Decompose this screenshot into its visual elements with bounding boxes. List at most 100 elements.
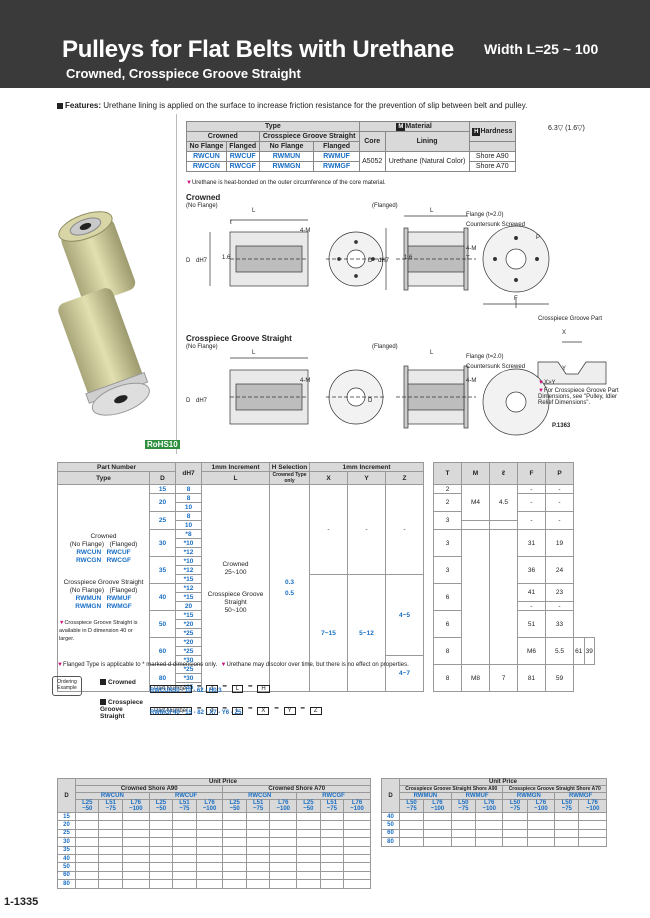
hardness-blank — [468, 141, 516, 152]
price-cell — [172, 862, 197, 872]
price-cell — [245, 853, 271, 864]
ordering-example-badge: Ordering Example — [52, 676, 82, 696]
table-row: *15 7~15 5~12 4~5 — [58, 574, 595, 692]
surface-finish: 6.3▽ (1.6▽) — [548, 125, 585, 132]
type-code: RWMUN — [258, 151, 315, 162]
price-cell — [74, 811, 100, 822]
price-cell — [98, 870, 123, 881]
price-D-value: 35 — [57, 845, 76, 855]
F-value: 61 — [573, 637, 585, 665]
countersunk-label: Countersunk Screwed — [466, 364, 526, 370]
width-range: Width L=25 ~ 100 — [484, 41, 599, 57]
price-cell — [269, 853, 298, 864]
hardness-h-icon: H — [472, 127, 481, 136]
d-value: *15 — [175, 574, 202, 584]
crowned-drawings — [209, 215, 550, 308]
hardness-value: Shore A70 — [468, 161, 516, 172]
d-value: *12 — [175, 565, 202, 575]
price-cell — [222, 870, 247, 881]
code-header: RWCUN — [75, 792, 150, 800]
dim-F: F — [514, 296, 518, 302]
crowned-no-flange-label: (No Flange) — [186, 203, 218, 209]
d-header: dH7 — [175, 462, 202, 485]
T-value: 3 — [433, 556, 462, 584]
material-m-icon: M — [396, 122, 406, 131]
d-value: 10 — [175, 502, 202, 512]
price-cell — [269, 870, 298, 881]
price-cell — [172, 828, 197, 839]
d-value: 8 — [175, 493, 202, 503]
dim-4M: 4-M — [300, 378, 311, 384]
price-cell — [269, 820, 298, 830]
d-value: *25 — [175, 628, 202, 638]
ordering-example-1: RWCUN30 - 10 - 62 - H0.3 — [150, 688, 222, 694]
groove-ref-link[interactable]: P.1363 — [552, 423, 571, 429]
length-range-header: L76 ~100 — [578, 799, 607, 813]
blank — [461, 529, 490, 665]
d-value: *12 — [175, 547, 202, 557]
d-value: *20 — [175, 619, 202, 629]
price-cell — [343, 870, 371, 881]
price-cell — [148, 837, 174, 847]
code-box: d — [206, 685, 218, 693]
spec-table: Part Number dH7 1mm Increment H Selectio… — [57, 462, 595, 692]
price-cell — [74, 870, 100, 881]
ell-value: 7 — [489, 664, 518, 692]
price-cell — [195, 870, 224, 881]
price-cell — [554, 837, 580, 847]
d-value: *12 — [175, 583, 202, 593]
page-title: Pulleys for Flat Belts with Urethane — [62, 36, 454, 63]
price-cell — [319, 870, 345, 881]
price-cell — [222, 811, 247, 822]
M-value: M6 — [517, 637, 546, 665]
length-range-header: L50 ~75 — [450, 799, 476, 813]
type-header: Type — [186, 121, 360, 132]
code-box: d — [206, 707, 218, 715]
price-cell — [296, 870, 321, 881]
F-value: - — [517, 484, 546, 494]
page-subtitle: Crowned, Crosspiece Groove Straight — [66, 66, 301, 81]
price-cell — [98, 845, 123, 855]
d-value: *25 — [175, 646, 202, 656]
price-cell — [172, 879, 197, 889]
price-D-value: 50 — [381, 820, 400, 830]
price-row: 60 — [381, 828, 607, 839]
price-cell — [578, 828, 607, 839]
price-D-value: 80 — [57, 879, 76, 889]
part-number-header: Part Number — [57, 462, 176, 472]
price-row: 40 — [57, 853, 371, 864]
type-header: Type — [57, 471, 150, 485]
type-code: RWCGF — [225, 161, 260, 172]
length-range-header: L50 ~75 — [502, 799, 528, 813]
dim-P: P — [536, 235, 541, 241]
dim-T: T — [466, 256, 470, 262]
dim-D: D — [186, 258, 191, 264]
price-cell — [74, 862, 100, 872]
length-range-header: L51 ~75 — [319, 799, 345, 813]
type-code: RWCUF — [225, 151, 260, 162]
cgs-a70-header: Crosspiece Groove Straight Shore A70 — [502, 785, 607, 793]
length-range-header: L50 ~75 — [398, 799, 425, 813]
type-code: RWMGN — [258, 161, 315, 172]
increment-header: 1mm Increment — [201, 462, 270, 472]
D-value: 25 — [149, 511, 176, 530]
code-box: X — [257, 707, 270, 715]
crosspiece-header: Crosspiece Groove Straight — [258, 131, 360, 142]
roughness-value: 6.3 — [548, 125, 558, 132]
no-flange-header: No Flange — [258, 141, 315, 152]
pn-box: Part Number — [150, 685, 193, 693]
price-cell — [423, 837, 452, 847]
h-selection-sub: Crowned Type only — [269, 471, 310, 485]
D-value: 15 — [149, 484, 176, 494]
price-cell — [245, 811, 271, 822]
price-row: 40 — [381, 811, 607, 822]
price-row: 20 — [57, 820, 371, 830]
ordering-row-1: Part Number - d - L - H — [150, 677, 270, 695]
code-header: RWMUN — [399, 792, 452, 800]
price-cell — [195, 845, 224, 855]
type-code: RWMUF — [313, 151, 360, 162]
price-cell — [343, 879, 371, 889]
price-cell — [343, 811, 371, 822]
price-D-value: 30 — [57, 837, 76, 847]
